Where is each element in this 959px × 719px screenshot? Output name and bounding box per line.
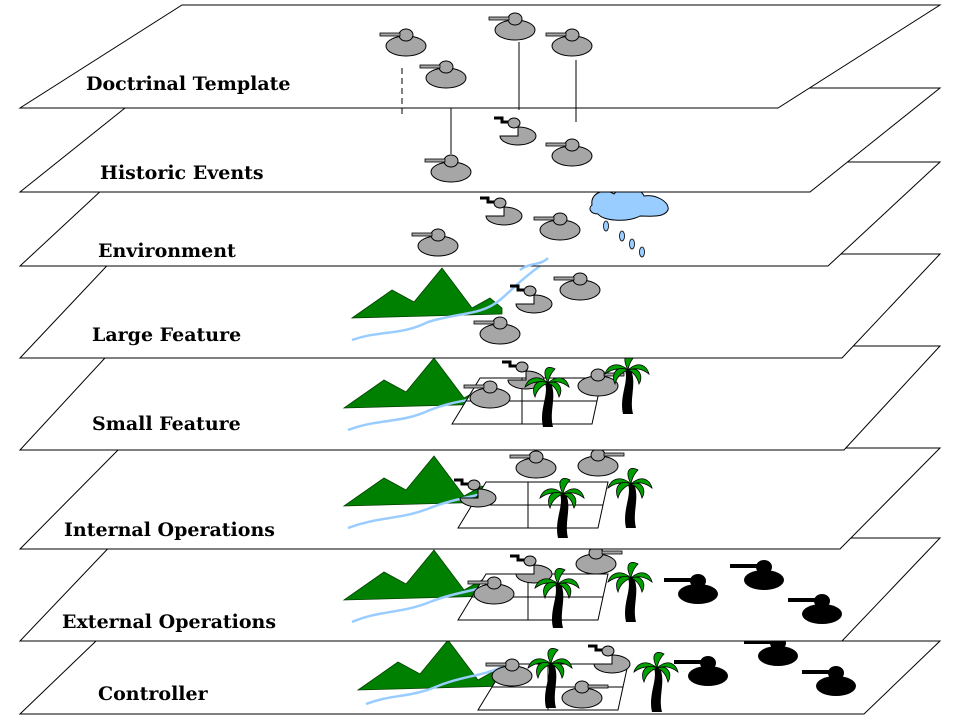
rain-icon — [629, 238, 635, 250]
layer-label-small-feature: Small Feature — [92, 413, 241, 435]
layer-label-large-feature: Large Feature — [92, 324, 242, 346]
rain-icon — [603, 220, 609, 232]
layer-label-external-operations: External Operations — [62, 611, 277, 633]
river-icon — [365, 664, 505, 706]
layer-label-internal-operations: Internal Operations — [64, 519, 275, 541]
river-icon — [519, 257, 549, 272]
layer-label-historic-events: Historic Events — [100, 162, 264, 184]
rain-icon — [639, 246, 645, 258]
rain-icon — [619, 230, 625, 242]
layer-label-controller: Controller — [98, 683, 208, 705]
cloud-icon — [589, 187, 669, 221]
layer-label-doctrinal-template: Doctrinal Template — [86, 73, 291, 95]
layer-label-environment: Environment — [98, 240, 236, 262]
layer-plane-doctrinal-template — [18, 4, 942, 122]
plane-shape — [18, 4, 942, 109]
